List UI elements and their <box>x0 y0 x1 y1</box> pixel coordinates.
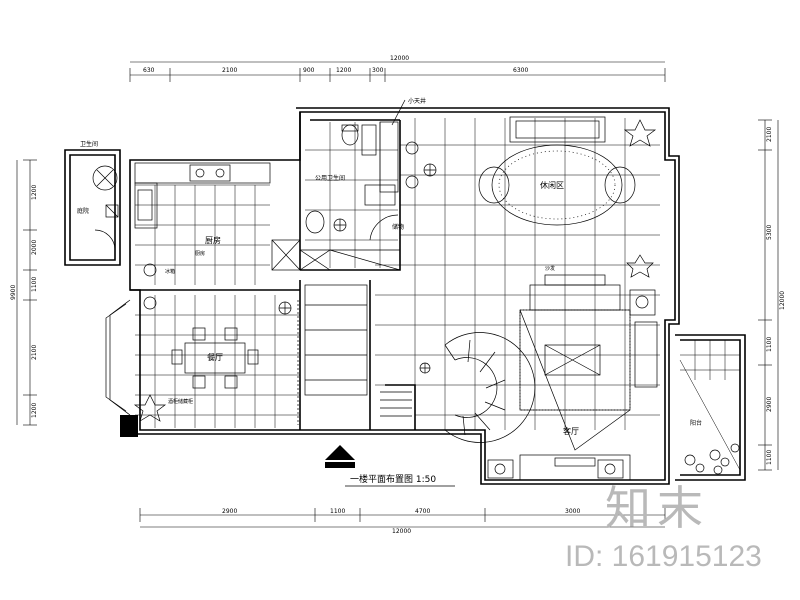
column-block <box>120 415 138 437</box>
dim-left-3: 1100 <box>31 277 38 292</box>
living-tile-grid <box>375 118 660 430</box>
dim-top-3: 900 <box>303 67 315 74</box>
label-living: 客厅 <box>563 426 579 436</box>
label-terrace: 阳台 <box>690 419 702 427</box>
bath-tile-grid <box>305 122 398 268</box>
dim-top-1: 630 <box>143 67 155 74</box>
label-storage: 储物 <box>392 223 404 231</box>
watermark-logo: 知末 <box>605 482 709 534</box>
dim-bottom-3: 4700 <box>415 508 430 515</box>
dining-tile-grid <box>135 295 300 428</box>
dim-right-2: 5300 <box>766 225 773 240</box>
living-room-sofa-set <box>487 274 658 481</box>
dim-right-3: 1100 <box>766 337 773 352</box>
dim-left-1: 1200 <box>31 185 38 200</box>
note-family-sofa: 沙发 <box>545 265 555 272</box>
terrace-tile-grid <box>679 340 741 471</box>
family-oval-table <box>478 116 636 226</box>
top-dimension-line <box>129 61 666 82</box>
dim-top-6: 6300 <box>513 67 528 74</box>
label-garden: 庭院 <box>77 207 89 215</box>
dim-top-total: 12000 <box>390 55 409 62</box>
dining-table-set <box>171 327 259 389</box>
dim-right-4: 2900 <box>766 397 773 412</box>
dim-top-5: 300 <box>372 67 384 74</box>
dim-right-5: 1100 <box>766 450 773 465</box>
note-fridge: 冰箱 <box>165 268 175 275</box>
dim-top-2: 2100 <box>222 67 237 74</box>
note-leader-line <box>391 99 406 126</box>
note-small-top: 小天井 <box>408 97 426 105</box>
note-left: 卫生间 <box>80 140 98 148</box>
kitchen-counter <box>134 162 301 310</box>
dim-bottom-1: 2900 <box>222 508 237 515</box>
corridor-cabinets <box>297 284 368 425</box>
kitchen-tile-grid <box>135 184 270 285</box>
label-kitchen: 厨房 <box>205 235 221 245</box>
dim-left-4: 2100 <box>31 345 38 360</box>
bathroom-fixtures <box>299 121 419 271</box>
entrance-arrow-icon <box>325 445 355 468</box>
spiral-staircase <box>380 332 536 443</box>
drawing-title: 一楼平面布置图 1:50 <box>350 473 436 485</box>
dim-top-4: 1200 <box>336 67 351 74</box>
dim-bottom-2: 1100 <box>330 508 345 515</box>
label-family-room: 休闲区 <box>540 180 564 190</box>
dim-bottom-4: 3000 <box>565 508 580 515</box>
washing-machine <box>92 165 119 251</box>
dim-right-total: 12000 <box>779 291 786 310</box>
dim-right-1: 2100 <box>766 127 773 142</box>
plant-symbols <box>133 119 740 475</box>
note-dining-cabinet: 酒柜储藏柜 <box>168 398 193 405</box>
dim-left-total: 9900 <box>10 285 17 300</box>
watermark-id: ID: 161915123 <box>565 540 762 573</box>
left-dimension-line <box>16 159 37 426</box>
label-dining: 餐厅 <box>207 353 223 362</box>
dim-bottom-total: 12000 <box>392 528 411 535</box>
bottom-dimension-line <box>139 508 666 528</box>
note-kitchen: 厨房 <box>195 250 205 257</box>
dim-left-5: 1200 <box>31 403 38 418</box>
right-dimension-line <box>758 119 779 471</box>
label-bathroom: 公用卫生间 <box>315 174 345 182</box>
light-markers <box>278 163 437 374</box>
dim-left-2: 2000 <box>31 240 38 255</box>
